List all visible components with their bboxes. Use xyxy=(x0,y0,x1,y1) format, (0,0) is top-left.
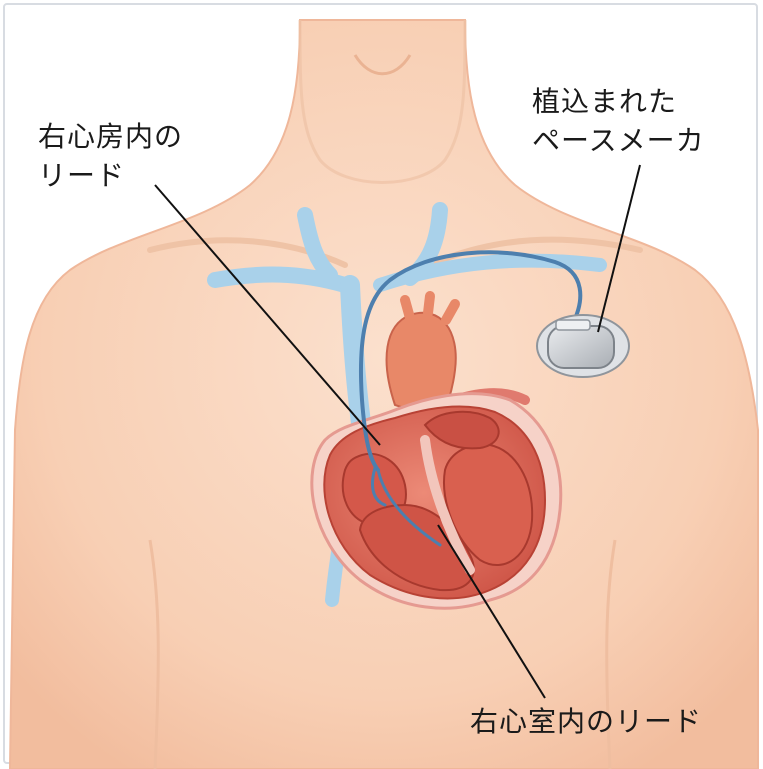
right-ventricle-lead-label: 右心室内のリード xyxy=(470,702,702,741)
implanted-pacemaker-label: 植込まれた ペースメーカ xyxy=(532,82,705,160)
right-atrium-lead-label: 右心房内の リード xyxy=(38,117,183,195)
aortic-branch-1 xyxy=(405,300,410,318)
pacemaker-device xyxy=(537,315,629,377)
implanted-pacemaker-label-line1: 植込まれた xyxy=(532,82,705,121)
right-atrium-lead-label-line1: 右心房内の xyxy=(38,117,183,156)
aortic-branch-2 xyxy=(428,296,430,313)
right-ventricle-lead-label-line1: 右心室内のリード xyxy=(470,702,702,741)
right-atrium-lead-label-line2: リード xyxy=(38,156,183,195)
implanted-pacemaker-label-line2: ペースメーカ xyxy=(532,121,705,160)
